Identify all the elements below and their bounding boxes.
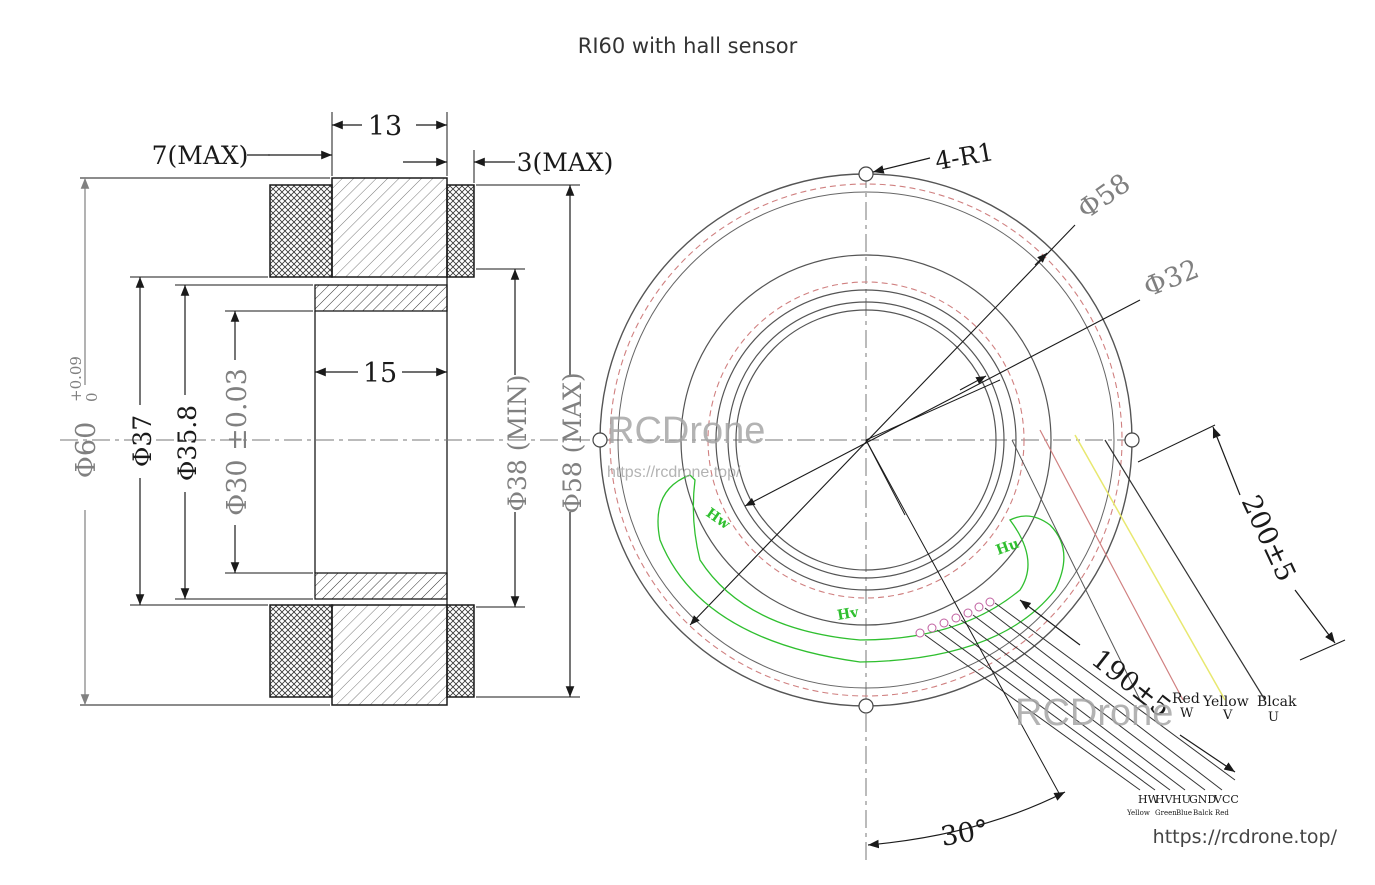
notch-top bbox=[858, 166, 874, 182]
wire-color-black: Blcak bbox=[1257, 694, 1297, 710]
dashed-outer-circle bbox=[609, 183, 1123, 697]
dim-38-label: Φ38 (MIN) bbox=[503, 374, 532, 511]
solder-pads bbox=[915, 597, 995, 638]
dim-30deg-label: 30° bbox=[938, 814, 991, 853]
dim-200-label: 200±5 bbox=[1235, 491, 1302, 587]
hall-wire-color-green: Green bbox=[1155, 809, 1177, 817]
hall-sensor-board bbox=[657, 474, 1065, 663]
hall-wire-label-vcc: VCC bbox=[1213, 793, 1239, 806]
dim-60-label-group: Φ60 +0.09 0 bbox=[67, 356, 102, 478]
stator-top-right-section bbox=[446, 184, 475, 278]
wire-phase-w: W bbox=[1180, 706, 1194, 721]
stator-bottom-right-section bbox=[446, 604, 475, 698]
notch-right bbox=[1124, 432, 1140, 448]
hall-wire-labels: HW HV HU GND VCC Yellow Green Blue Balck… bbox=[1126, 793, 1239, 817]
notch-left bbox=[592, 432, 608, 448]
stator-bottom-left-section bbox=[269, 604, 333, 698]
wire-yellow bbox=[1074, 434, 1226, 701]
hall-w-label: Hw bbox=[703, 505, 734, 533]
hall-wires bbox=[924, 602, 1236, 791]
rotor-bottom-section bbox=[331, 604, 448, 706]
hall-wire-color-red: Red bbox=[1215, 809, 1229, 817]
hall-wire-color-blue: Blue bbox=[1176, 809, 1192, 817]
sleeve-top bbox=[314, 284, 448, 312]
dashed-inner-circle bbox=[707, 281, 1025, 599]
dim-60-tol-lower: 0 bbox=[83, 392, 101, 402]
dim-58-front-label: Φ58 bbox=[1072, 168, 1136, 226]
dim-37-label: Φ37 bbox=[128, 415, 157, 467]
wire-guide bbox=[1011, 439, 1141, 701]
wire-phase-u: U bbox=[1268, 710, 1279, 725]
hall-u-label: Hu bbox=[994, 536, 1021, 559]
bore-circle bbox=[735, 309, 997, 571]
diagram-title: RI60 with hall sensor bbox=[577, 34, 798, 58]
watermark-brand-2: RCDrone bbox=[1015, 692, 1173, 734]
wire-phase-v: V bbox=[1222, 708, 1233, 723]
wire-color-yellow: Yellow bbox=[1202, 694, 1249, 710]
wire-red bbox=[1039, 429, 1184, 701]
hall-wire-color-black: Balck bbox=[1193, 809, 1213, 817]
front-view: 4-R1 Φ58 Φ32 Hw Hv Hu bbox=[592, 137, 1346, 860]
dim-15-label: 15 bbox=[363, 358, 397, 389]
dim-58-side-label: Φ58 (MAX) bbox=[558, 372, 587, 513]
stator-top-left-section bbox=[269, 184, 333, 278]
dim-3max-label: 3(MAX) bbox=[517, 148, 614, 177]
wire-black bbox=[1104, 439, 1266, 701]
hall-wire-label-hw: HW bbox=[1138, 793, 1160, 806]
watermark-url: https://rcdrone.top/ bbox=[607, 464, 741, 481]
hall-v-label: Hv bbox=[836, 604, 861, 624]
footer-url: https://rcdrone.top/ bbox=[1152, 826, 1337, 848]
dim-32-label: Φ32 bbox=[1139, 254, 1203, 304]
notch-bottom bbox=[858, 698, 874, 714]
watermark-brand: RCDrone bbox=[607, 410, 765, 452]
dim-30-label: Φ30 ±0.03 bbox=[222, 368, 253, 516]
hall-wire-label-gnd: GND bbox=[1189, 793, 1216, 806]
wire-color-red: Red bbox=[1172, 691, 1200, 707]
angle-arc bbox=[867, 791, 1066, 849]
dim-60-label: Φ60 bbox=[71, 422, 102, 479]
hall-wire-label-hu: HU bbox=[1172, 793, 1191, 806]
hall-wire-color-yellow: Yellow bbox=[1126, 809, 1150, 817]
dim-13-label: 13 bbox=[368, 111, 402, 142]
rotor-top-section bbox=[331, 177, 448, 278]
dim-60-tol-upper: +0.09 bbox=[67, 356, 85, 402]
sleeve-bottom bbox=[314, 572, 448, 600]
side-view: 13 7(MAX) 3(MAX) 15 Φ60 +0.09 0 Φ37 Φ35.… bbox=[60, 111, 614, 706]
dim-4r1-label: 4-R1 bbox=[933, 137, 996, 176]
dim-35-8-label: Φ35.8 bbox=[173, 405, 202, 481]
hall-wire-label-hv: HV bbox=[1155, 793, 1174, 806]
dim-7max-label: 7(MAX) bbox=[152, 141, 249, 170]
